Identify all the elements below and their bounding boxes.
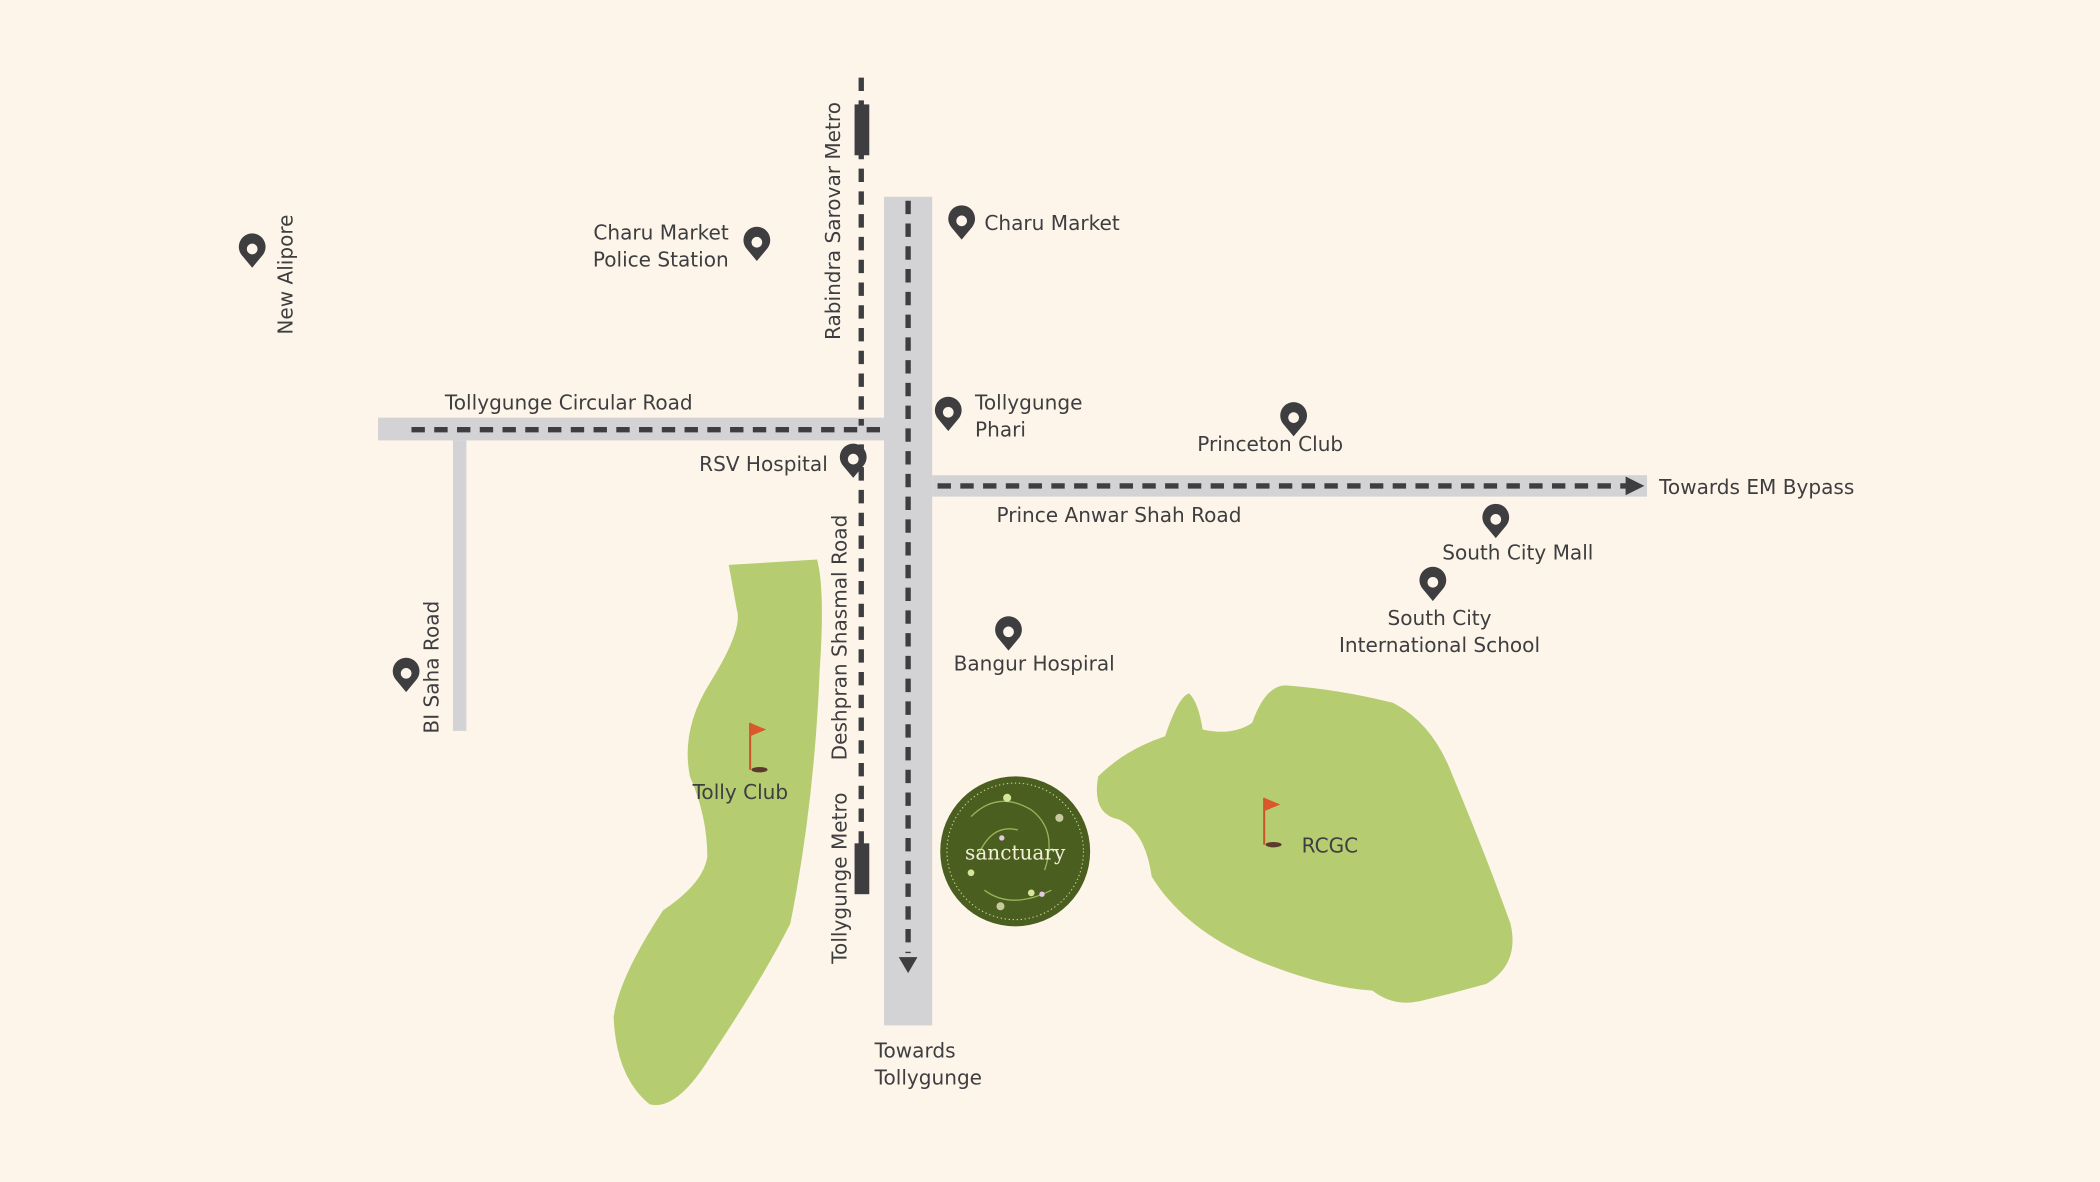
location-pin-icon (392, 657, 420, 693)
tollygunge-phari-label-1: Tollygunge (974, 391, 1082, 415)
rcgc-area (1096, 685, 1513, 1003)
em-bypass-label: Towards EM Bypass (1658, 475, 1854, 499)
tollygunge-metro-station (854, 843, 870, 895)
tollygunge-metro-label: Tollygunge Metro (828, 792, 852, 964)
logo-text: sanctuary (965, 840, 1066, 864)
location-pin-icon (1419, 566, 1447, 602)
deshpran-shasmal-road-label: Deshpran Shasmal Road (828, 515, 852, 761)
south-city-mall-label: South City Mall (1442, 541, 1593, 565)
towards-tollygunge-label-2: Tollygunge (874, 1065, 982, 1089)
tolly-club-area (613, 559, 822, 1106)
sanctuary-logo: sanctuary (940, 776, 1091, 927)
prince-anwar-shah-road-label: Prince Anwar Shah Road (996, 503, 1241, 527)
scis-label-2: International School (1339, 633, 1540, 657)
scis-label-1: South City (1388, 606, 1492, 630)
location-pin-icon (995, 616, 1022, 651)
towards-tollygunge-label-1: Towards (874, 1039, 956, 1063)
rabindra-sarovar-metro-label: Rabindra Sarovar Metro (821, 102, 845, 340)
arrow-down-icon (898, 957, 918, 974)
location-pin-icon (743, 226, 771, 262)
tollygunge-circular-road-label: Tollygunge Circular Road (444, 391, 693, 415)
bi-saha-road-label: BI Saha Road (419, 601, 443, 734)
charu-police-label-2: Police Station (593, 247, 729, 271)
new-alipore-label: New Alipore (273, 214, 297, 334)
charu-market-label: Charu Market (984, 211, 1119, 235)
princeton-club-label: Princeton Club (1197, 432, 1343, 456)
tollygunge-circular-road (378, 417, 885, 441)
charu-police-label-1: Charu Market (593, 221, 728, 245)
rsv-hospital-label: RSV Hospital (699, 452, 828, 476)
tolly-club-label: Tolly Club (692, 780, 789, 804)
location-pin-icon (1482, 503, 1510, 539)
bi-saha-road (452, 440, 467, 731)
rcgc-label: RCGC (1302, 834, 1359, 858)
golf-flag-icon (749, 722, 768, 773)
location-pin-icon (948, 205, 976, 240)
location-pin-icon (238, 233, 266, 268)
arrow-right-icon (1625, 476, 1645, 496)
golf-flag-icon (1263, 797, 1282, 848)
bangur-hospital-label: Bangur Hospiral (954, 652, 1115, 676)
location-pin-icon (934, 396, 962, 432)
rabindra-sarovar-metro-station (854, 104, 870, 156)
tollygunge-phari-label-2: Phari (975, 417, 1026, 441)
